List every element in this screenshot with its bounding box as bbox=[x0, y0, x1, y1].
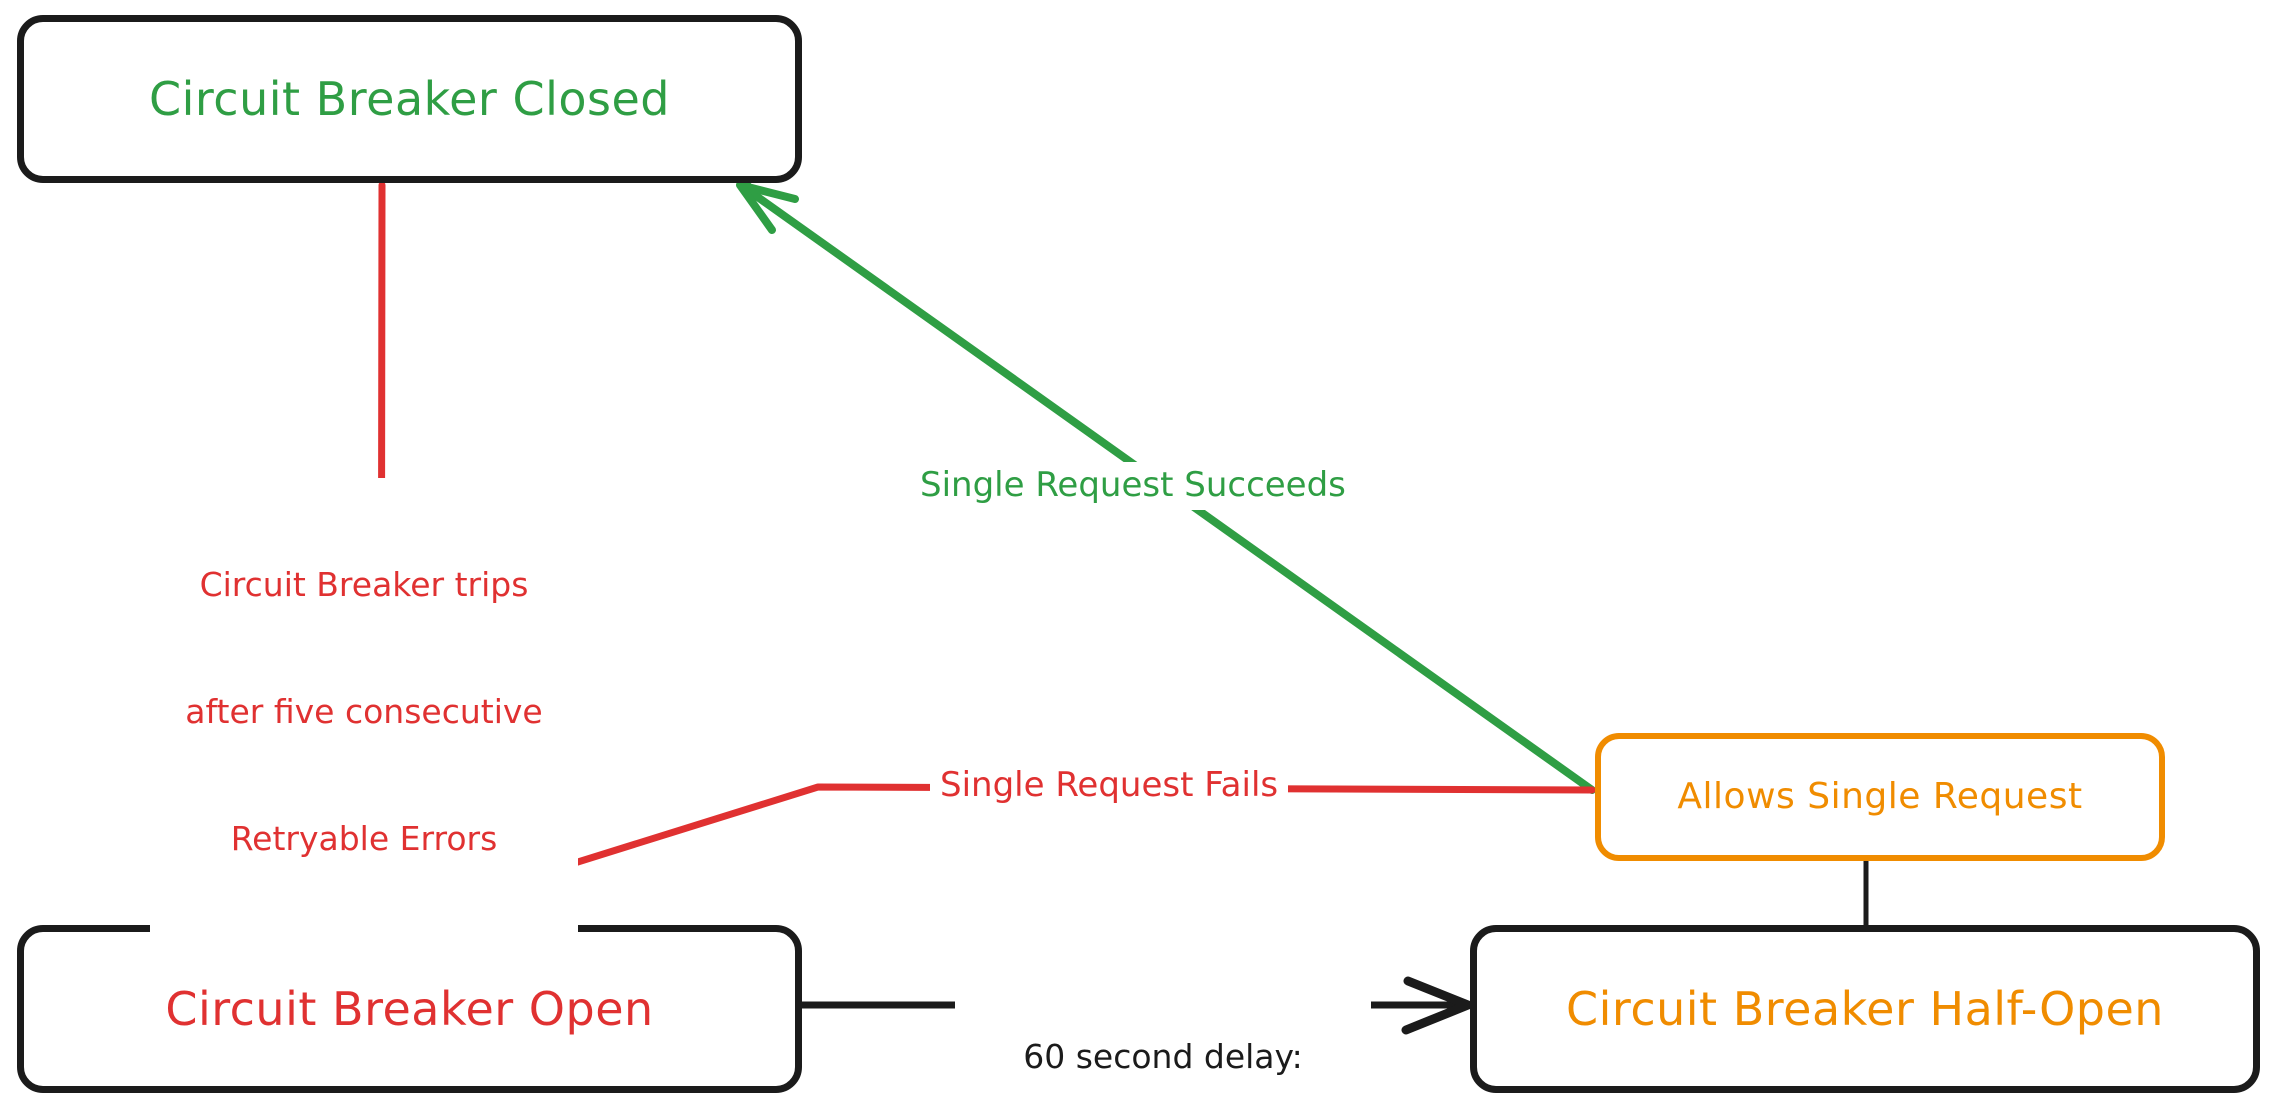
edge-label-trips-line-1: Circuit Breaker trips bbox=[199, 565, 529, 605]
node-allows-single-request[interactable]: Allows Single Request bbox=[1595, 733, 2165, 861]
edge-label-circuit-breaker-trips: Circuit Breaker trips after five consecu… bbox=[150, 478, 578, 947]
node-circuit-breaker-half-open[interactable]: Circuit Breaker Half-Open bbox=[1470, 925, 2260, 1093]
node-allows-single-request-label: Allows Single Request bbox=[1677, 776, 2083, 818]
edge-label-trips-line-2: after five consecutive bbox=[185, 692, 543, 732]
edge-open-to-halfopen-arrowhead bbox=[1401, 976, 1473, 1035]
node-circuit-breaker-open[interactable]: Circuit Breaker Open bbox=[17, 925, 802, 1093]
edge-open-to-halfopen bbox=[798, 976, 1473, 1035]
edge-label-trips-line-3: Retryable Errors bbox=[230, 818, 498, 858]
node-circuit-breaker-half-open-label: Circuit Breaker Half-Open bbox=[1566, 981, 2164, 1036]
edge-label-sixty-second-delay: 60 second delay: No requests allowed bbox=[955, 950, 1371, 1107]
node-circuit-breaker-open-label: Circuit Breaker Open bbox=[165, 981, 654, 1036]
edge-label-delay-line-1: 60 second delay: bbox=[1023, 1037, 1303, 1077]
edge-label-single-request-succeeds: Single Request Succeeds bbox=[910, 462, 1356, 510]
edge-label-single-request-fails: Single Request Fails bbox=[930, 762, 1289, 810]
node-circuit-breaker-closed[interactable]: Circuit Breaker Closed bbox=[17, 15, 802, 183]
node-circuit-breaker-closed-label: Circuit Breaker Closed bbox=[149, 71, 670, 126]
edge-allows-to-closed-arrowhead bbox=[736, 181, 799, 234]
